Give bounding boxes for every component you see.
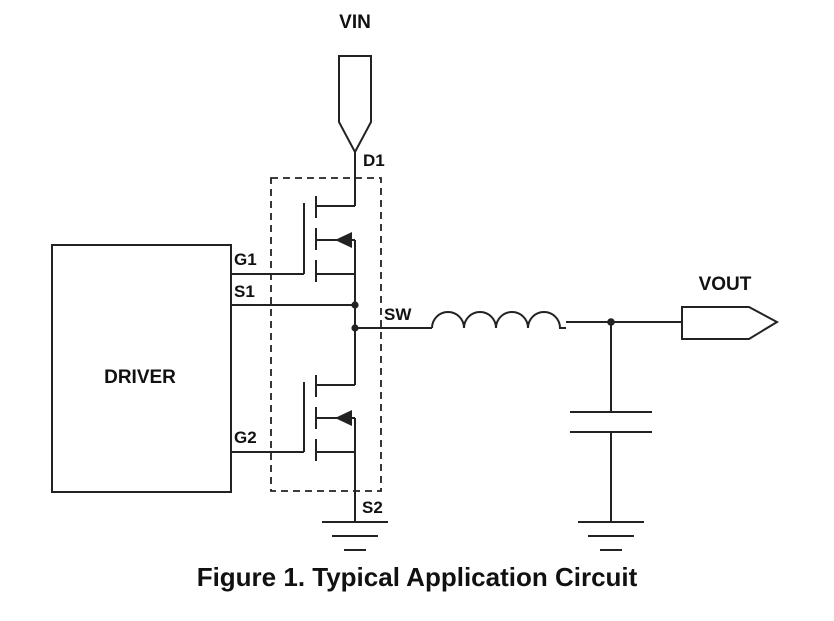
high-side-body-diode-arrow: [335, 232, 352, 248]
high-side-mosfet: [303, 178, 356, 305]
s2-label: S2: [362, 498, 383, 517]
application-circuit-schematic: VIN D1 G1 S1 SW VOUT DRIVER G2 S2: [51, 12, 780, 551]
output-capacitor: [570, 322, 652, 522]
s2-ground-symbol: [322, 521, 388, 551]
sw-label: SW: [384, 305, 412, 324]
vin-connector: [338, 55, 372, 155]
figure-caption: Figure 1. Typical Application Circuit: [196, 562, 638, 592]
vout-connector: [681, 306, 780, 340]
mosfet-package-outline: [270, 177, 382, 492]
low-side-body-diode-arrow: [335, 410, 352, 426]
s1-label: S1: [234, 282, 255, 301]
g2-label: G2: [234, 428, 257, 447]
d1-label: D1: [363, 151, 385, 170]
vout-label: VOUT: [699, 274, 752, 295]
driver-block: [51, 244, 232, 493]
low-side-mosfet: [303, 328, 356, 522]
inductor: [431, 311, 566, 329]
vin-label: VIN: [339, 12, 371, 33]
g1-label: G1: [234, 250, 257, 269]
driver-label: DRIVER: [104, 367, 176, 388]
capacitor-ground-symbol: [578, 521, 644, 551]
